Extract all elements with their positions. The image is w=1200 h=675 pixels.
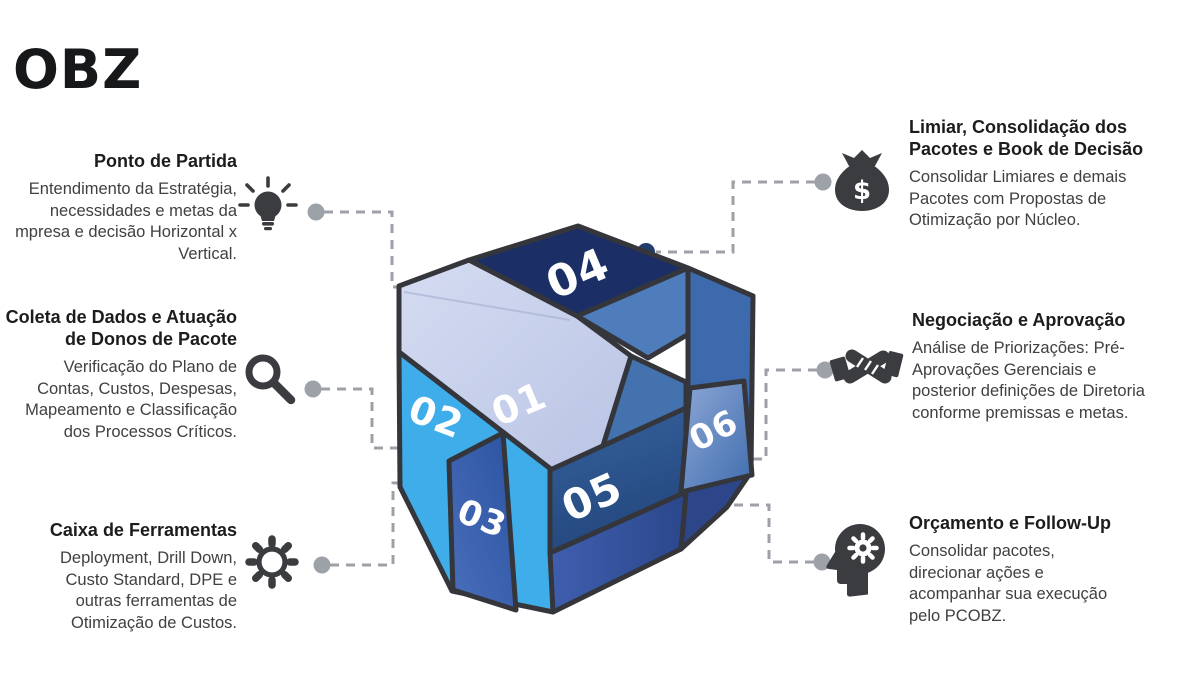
section-orcamento-followup: Orçamento e Follow-Up Consolidar pacotes…	[909, 512, 1169, 627]
connector-dot-outer	[816, 361, 834, 379]
connector-limiar-consolidacao	[637, 173, 832, 261]
money-bag-icon: $	[835, 150, 889, 211]
cube-panel-06	[678, 378, 755, 495]
connector-dot-outer	[307, 203, 325, 221]
section-ponto-de-partida: Ponto de Partida Entendimento da Estraté…	[0, 150, 237, 265]
head-gear-icon	[826, 524, 885, 597]
section-heading: Coleta de Dados e Atuação de Donos de Pa…	[5, 307, 237, 349]
magnifier-icon	[245, 354, 296, 405]
section-body: Consolidar Limiares e demais Pacotes com…	[909, 168, 1127, 229]
section-heading: Ponto de Partida	[93, 151, 237, 171]
section-heading: Negociação e Aprovação	[912, 310, 1126, 330]
handshake-icon	[829, 349, 904, 384]
connector-dot-outer	[813, 553, 831, 571]
cube-panel-03	[446, 430, 519, 613]
cube-band-front	[547, 489, 689, 615]
section-coleta-de-dados: Coleta de Dados e Atuação de Donos de Pa…	[0, 306, 237, 443]
section-caixa-de-ferramentas: Caixa de Ferramentas Deployment, Drill D…	[7, 519, 237, 634]
connector-dot-outer	[814, 173, 832, 191]
section-heading: Orçamento e Follow-Up	[909, 513, 1112, 533]
gear-icon	[245, 535, 299, 589]
section-body: Consolidar pacotes, direcionar ações e a…	[909, 542, 1108, 625]
connector-dot-outer	[313, 556, 331, 574]
lightbulb-icon	[238, 176, 298, 231]
section-heading: Limiar, Consolidação dos Pacotes e Book …	[909, 117, 1144, 159]
section-negociacao-aprovacao: Negociação e Aprovação Análise de Priori…	[912, 309, 1172, 424]
page-title: OBZ	[13, 38, 143, 101]
dollar-glyph: $	[853, 176, 871, 206]
section-limiar-consolidacao: Limiar, Consolidação dos Pacotes e Book …	[909, 116, 1169, 232]
section-body: Entendimento da Estratégia, necessidades…	[15, 180, 237, 263]
section-heading: Caixa de Ferramentas	[49, 520, 237, 540]
section-body: Verificação do Plano de Contas, Custos, …	[25, 358, 237, 441]
cube-face-01-fold	[403, 291, 571, 321]
section-body: Deployment, Drill Down, Custo Standard, …	[60, 549, 237, 632]
section-body: Análise de Priorizações: Pré-Aprovações …	[912, 339, 1145, 422]
obz-cube: 04 01 02 03 05 06	[396, 223, 756, 615]
connector-dot-outer	[304, 380, 322, 398]
